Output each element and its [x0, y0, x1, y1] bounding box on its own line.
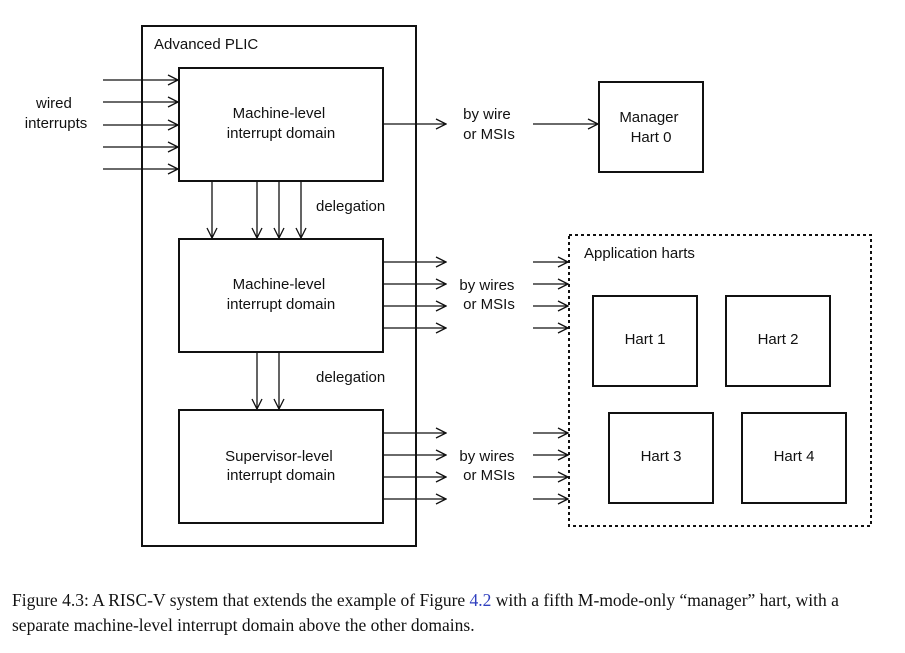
- machine-domain-top-label: Machine-level interrupt domain: [227, 105, 335, 142]
- manager-hart-box: [598, 81, 704, 173]
- supervisor-output-arrows: [383, 433, 568, 499]
- by-wires-label-2: by wires or MSIs: [459, 277, 518, 313]
- delegation-label-1: delegation: [316, 198, 385, 215]
- plic-diagram: Advanced PLIC wired interrupts Machine-l…: [25, 25, 872, 547]
- figure-reference-link[interactable]: 4.2: [469, 590, 492, 610]
- delegation-label-2: delegation: [316, 369, 385, 386]
- plic-title: Advanced PLIC: [154, 36, 258, 53]
- wired-interrupts-label: wired interrupts: [25, 95, 88, 132]
- supervisor-domain-label: Supervisor-level interrupt domain: [225, 448, 337, 484]
- application-harts-box: [568, 234, 872, 527]
- machine-domain-middle-label: Machine-level interrupt domain: [227, 276, 335, 313]
- machine-domain-middle-box: [178, 238, 384, 353]
- hart-1-box: [592, 295, 698, 387]
- hart-3-box: [608, 412, 714, 504]
- application-harts-title: Application harts: [584, 245, 695, 262]
- hart-4-label: Hart 4: [774, 448, 815, 465]
- by-wire-label-1: by wire or MSIs: [463, 106, 515, 143]
- hart-2-box: [725, 295, 831, 387]
- caption-suffix: with a fifth M-mode-only “manager” hart,…: [12, 590, 839, 635]
- by-wires-label-3: by wires or MSIs: [459, 448, 518, 484]
- hart-1-label: Hart 1: [625, 331, 666, 348]
- caption-prefix: Figure 4.3: A RISC-V system that extends…: [12, 590, 470, 610]
- supervisor-domain-box: [178, 409, 384, 524]
- delegation-arrows-2: [257, 352, 279, 409]
- hart-4-box: [741, 412, 847, 504]
- machine-domain-top-box: [178, 67, 384, 182]
- middle-output-arrows: [383, 262, 568, 328]
- hart-3-label: Hart 3: [641, 448, 682, 465]
- hart-2-label: Hart 2: [758, 331, 799, 348]
- wired-interrupt-arrows: [103, 80, 178, 169]
- figure-caption: Figure 4.3: A RISC-V system that extends…: [12, 588, 892, 638]
- manager-hart-label: Manager Hart 0: [619, 109, 682, 146]
- delegation-arrows-1: [212, 181, 301, 238]
